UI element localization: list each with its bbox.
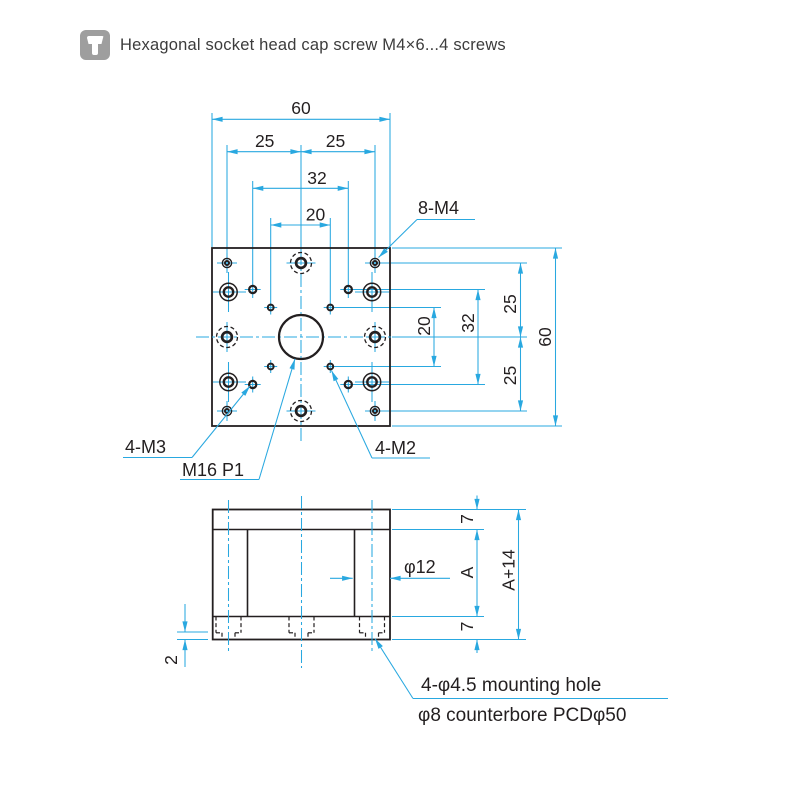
screw-shaft-glyph	[92, 43, 98, 55]
m4-edge-hole	[286, 399, 316, 423]
svg-text:4-M3: 4-M3	[125, 437, 166, 457]
m2-hole	[323, 360, 337, 373]
side-view-centerlines	[227, 496, 373, 668]
counterbore-holes	[213, 272, 389, 402]
m4-corner-hole	[365, 253, 385, 273]
top-view: 60 25 25 32 20 60 25 25 32 20	[123, 98, 562, 481]
dim-top-flange: 7	[457, 514, 477, 524]
note-line1: 4-φ4.5 mounting hole	[421, 675, 601, 696]
counterbore-hole	[355, 362, 389, 402]
dim-right-top-25: 25	[500, 294, 520, 313]
hidden-hole-profile	[358, 616, 386, 640]
m4-edge-hole	[363, 322, 387, 352]
counterbore-hole	[213, 272, 246, 312]
m3-hole	[340, 376, 357, 393]
label-4-m3: 4-M3	[123, 385, 251, 459]
m2-hole	[323, 303, 337, 312]
m3-holes	[244, 284, 357, 393]
side-view: 7 A 7 A+14 2 φ12 4-φ4.5 mounting hole φ8…	[161, 495, 668, 726]
dim-bottom-flange: 7	[457, 622, 477, 632]
m3-hole	[340, 284, 357, 295]
label-8-m4: 8-M4	[378, 198, 475, 258]
m2-hole	[264, 360, 278, 373]
dim-top-20: 20	[306, 205, 326, 225]
label-m16-p1: M16 P1	[180, 358, 296, 481]
m4-corner-hole	[365, 401, 385, 421]
side-view-dimension-lines	[182, 495, 522, 667]
top-view-extension-lines	[211, 113, 562, 427]
side-view-extension-lines	[177, 508, 526, 641]
header-title: Hexagonal socket head cap screw M4×6...4…	[120, 35, 506, 54]
m3-hole	[244, 284, 261, 295]
top-view-dimension-lines	[211, 116, 559, 427]
m4-edge-holes	[215, 251, 387, 423]
hidden-hole-profile	[215, 616, 242, 640]
dim-top-32: 32	[307, 168, 326, 188]
svg-text:8-M4: 8-M4	[418, 198, 459, 218]
m4-corner-hole	[217, 401, 237, 421]
m4-edge-hole	[215, 322, 239, 352]
m3-hole	[244, 376, 261, 393]
dim-bore-phi12: φ12	[404, 557, 436, 577]
mounting-hole-note: 4-φ4.5 mounting hole φ8 counterbore PCDφ…	[374, 638, 668, 726]
m2-holes	[264, 303, 337, 373]
dim-right-total: 60	[535, 327, 555, 347]
dim-top-left-25: 25	[255, 131, 274, 151]
m16-center-hole	[277, 313, 325, 361]
dim-right-20: 20	[414, 316, 434, 336]
counterbore-hole	[355, 272, 389, 312]
label-4-m2: 4-M2	[331, 370, 430, 459]
note-line2: φ8 counterbore PCDφ50	[418, 705, 626, 726]
plate-centerlines	[196, 252, 527, 443]
dim-total-a14: A+14	[499, 549, 519, 591]
svg-text:4-M2: 4-M2	[375, 438, 416, 458]
dim-right-32: 32	[458, 313, 478, 332]
m4-corner-holes	[217, 253, 385, 421]
screw-icon	[80, 30, 110, 60]
svg-text:M16 P1: M16 P1	[182, 460, 244, 480]
header: Hexagonal socket head cap screw M4×6...4…	[80, 30, 506, 60]
dim-top-total: 60	[291, 98, 311, 118]
dim-right-bottom-25: 25	[500, 366, 520, 385]
screw-head-glyph	[86, 36, 104, 44]
dim-top-right-25: 25	[326, 131, 345, 151]
m4-edge-hole	[286, 251, 316, 275]
m4-corner-hole	[217, 253, 237, 273]
dim-body-a: A	[457, 566, 477, 578]
hidden-hole-profiles	[215, 616, 386, 640]
hidden-hole-profile	[288, 616, 315, 640]
m2-hole	[264, 303, 278, 312]
dim-step-2: 2	[161, 655, 181, 665]
counterbore-hole	[213, 362, 246, 402]
